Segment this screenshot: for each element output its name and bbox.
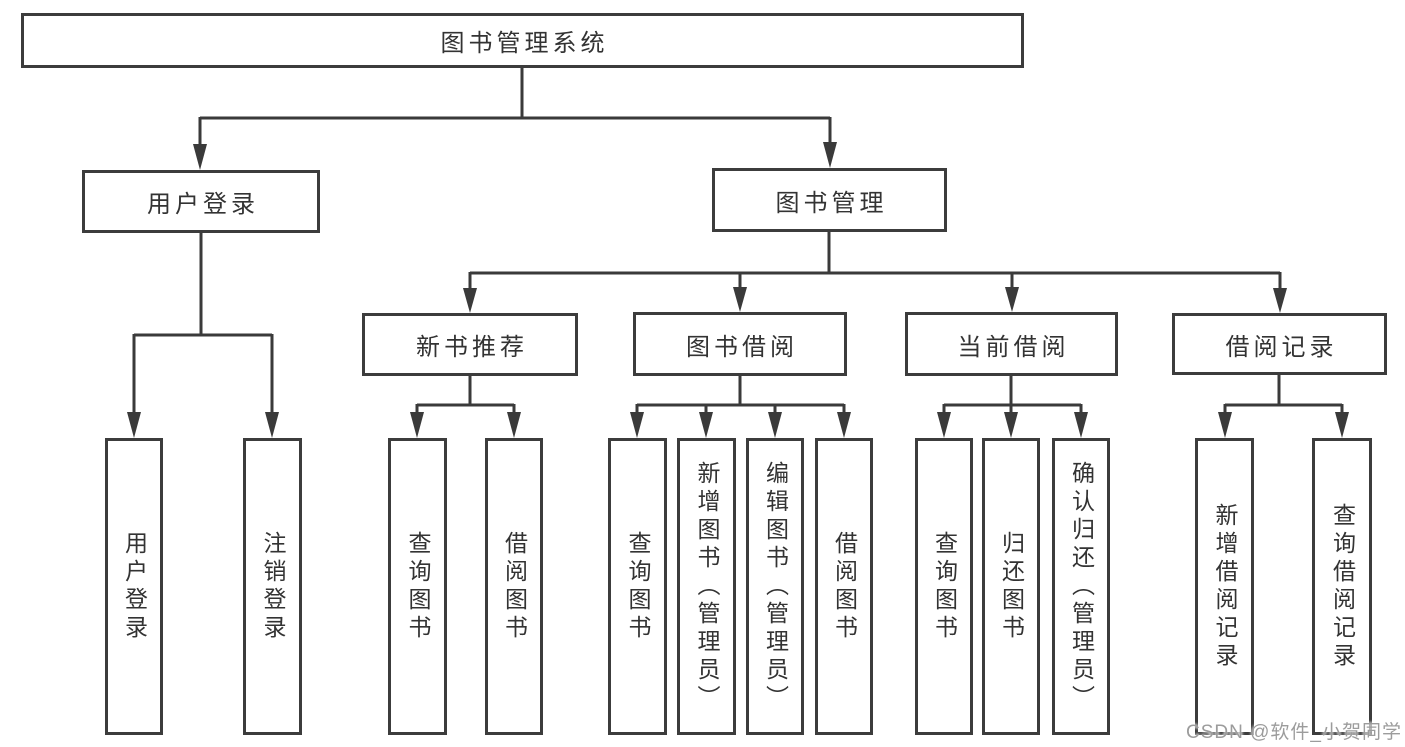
- node-book-management-label: 图书管理: [775, 189, 888, 217]
- node-book-management: 图书管理: [712, 168, 947, 232]
- leaf-query-books-current: 查询图书: [915, 438, 973, 735]
- leaf-confirm-return-admin: 确认归还（管理员）: [1052, 438, 1110, 735]
- leaf-return-book-label: 归还图书: [998, 530, 1025, 643]
- leaf-query-books-borrow-label: 查询图书: [625, 530, 651, 643]
- node-borrow-records: 借阅记录: [1172, 313, 1387, 375]
- leaf-query-books-borrow: 查询图书: [608, 438, 667, 735]
- leaf-query-borrow-record-label: 查询借阅记录: [1329, 502, 1356, 671]
- node-current-borrow: 当前借阅: [905, 312, 1118, 376]
- leaf-edit-book-admin: 编辑图书（管理员）: [746, 438, 804, 735]
- leaf-add-borrow-record-label: 新增借阅记录: [1212, 502, 1238, 671]
- leaf-return-book: 归还图书: [982, 438, 1040, 735]
- node-current-borrow-label: 当前借阅: [957, 333, 1070, 361]
- leaf-user-login-label: 用户登录: [121, 530, 148, 643]
- leaf-query-books-newbook: 查询图书: [388, 438, 447, 735]
- leaf-logout: 注销登录: [243, 438, 302, 735]
- leaf-edit-book-admin-label: 编辑图书（管理员）: [762, 460, 789, 713]
- leaf-borrow-books-newbook-label: 借阅图书: [501, 530, 528, 643]
- connector-new-book-group: [410, 376, 521, 438]
- node-new-book-recommend: 新书推荐: [362, 313, 578, 376]
- node-book-borrow-label: 图书借阅: [686, 333, 798, 361]
- connector-borrow-records-group: [1218, 375, 1349, 438]
- leaf-confirm-return-admin-label: 确认归还（管理员）: [1068, 460, 1095, 713]
- connector-book-management-split: [463, 232, 1287, 313]
- node-book-borrow: 图书借阅: [633, 312, 847, 376]
- node-root-system-label: 图书管理系统: [440, 30, 609, 57]
- node-user-login: 用户登录: [82, 170, 320, 233]
- leaf-query-books-current-label: 查询图书: [931, 530, 958, 643]
- connector-root-split: [193, 67, 837, 170]
- node-user-login-label: 用户登录: [147, 191, 259, 218]
- leaf-add-borrow-record: 新增借阅记录: [1195, 438, 1254, 735]
- leaf-borrow-books-newbook: 借阅图书: [485, 438, 543, 735]
- leaf-logout-label: 注销登录: [260, 530, 286, 643]
- leaf-query-books-newbook-label: 查询图书: [405, 530, 431, 643]
- node-root-system: 图书管理系统: [21, 13, 1024, 68]
- leaf-borrow-books-label: 借阅图书: [831, 530, 858, 643]
- node-borrow-records-label: 借阅记录: [1225, 333, 1338, 361]
- leaf-query-borrow-record: 查询借阅记录: [1312, 438, 1372, 735]
- leaf-borrow-books: 借阅图书: [815, 438, 873, 735]
- connector-current-borrow-group: [937, 376, 1088, 438]
- connector-book-borrow-group: [630, 376, 851, 438]
- node-new-book-recommend-label: 新书推荐: [416, 334, 528, 361]
- leaf-user-login: 用户登录: [105, 438, 163, 735]
- leaf-add-book-admin-label: 新增图书（管理员）: [694, 460, 720, 713]
- connector-user-login-group: [127, 233, 279, 438]
- leaf-add-book-admin: 新增图书（管理员）: [677, 438, 736, 735]
- csdn-watermark: CSDN @软件_小贺同学: [1186, 722, 1402, 743]
